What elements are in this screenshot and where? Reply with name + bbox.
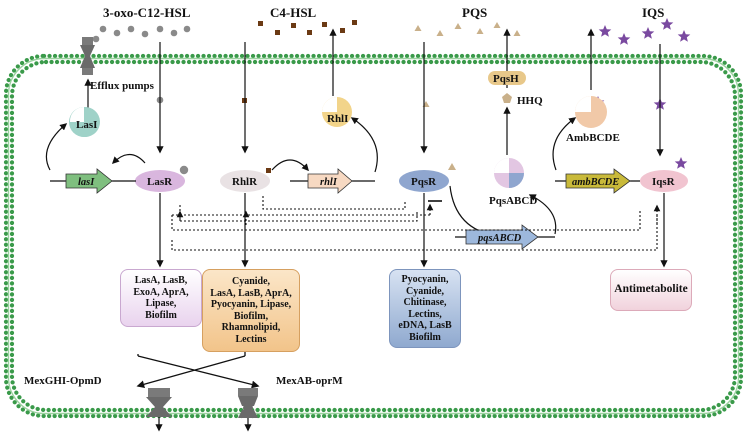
iqs-targets-box: Antimetabolite [610, 269, 692, 311]
rhl-target-line: Cyanide, [231, 276, 271, 287]
mexAB-label: MexAB-oprM [276, 375, 343, 387]
rhl-target-line: Rhamnolipid, [221, 322, 281, 333]
pqsR-protein [399, 170, 449, 192]
pqs-target-line: Lectins, [408, 308, 442, 320]
ambBCDE-label: AmbBCDE [566, 132, 620, 144]
amb-expression-arrow [552, 117, 577, 171]
ambBCDE-gene-label: ambBCDE [572, 177, 619, 188]
iqsR-label: IqsR [652, 176, 676, 188]
efflux-pump-icon [80, 37, 95, 75]
pqsR-to-pqsABCD-arrow [449, 185, 500, 239]
pqsH-label: PqsH [493, 73, 519, 85]
rhlI-gene-label: rhlI [320, 177, 338, 188]
las-target-line: LasA, LasB, [134, 275, 188, 286]
rhl-target-line: LasA, LasB, AprA, [210, 287, 292, 299]
mexAB-pump-icon [238, 388, 258, 432]
lasI-gene-label: lasI [78, 177, 95, 188]
pqsABCD-gene-label: pqsABCD [477, 233, 522, 244]
rhl-feedback-arrows [271, 117, 378, 173]
pqs-target-line: eDNA, LasB [398, 320, 452, 331]
cell-membrane [3, 53, 744, 419]
c4-molecules [242, 20, 357, 173]
pqsABCD-expression-arrow [528, 194, 557, 235]
pqs-targets-box: Pyocyanin, Cyanide, Chitinase, Lectins, … [389, 269, 461, 348]
lasI-label: LasI [76, 119, 97, 131]
pqsABCD-protein [494, 158, 524, 188]
pqsABCD-label: PqsABCD [489, 195, 537, 207]
rhl-target-line: Pyocyanin, Lipase, [210, 299, 292, 310]
iqs-target-line: Antimetabolite [614, 283, 688, 296]
pqs-target-line: Pyocyanin, [401, 274, 449, 285]
signal-arrows [84, 28, 664, 157]
rhlI-label: RhlI [327, 113, 348, 125]
oxo-molecules [92, 25, 191, 175]
efflux-arrows [136, 352, 260, 389]
hhq-icon [502, 93, 512, 103]
lasR-protein [135, 170, 185, 192]
regulatory-dotted-lines [171, 196, 661, 251]
c4-hsl-label: C4-HSL [270, 5, 317, 20]
pqsH-protein [488, 71, 526, 85]
output-arrows [156, 193, 668, 268]
lasR-label: LasR [147, 176, 173, 188]
iqs-label: IQS [642, 5, 664, 20]
rhlR-label: RhlR [232, 176, 258, 188]
las-target-line: Lipase, [145, 298, 177, 309]
pqsABCD-gene-icon [465, 224, 539, 250]
lasI-gene-icon [65, 168, 113, 194]
rhlI-protein [322, 97, 352, 127]
iqs-molecules [591, 18, 691, 169]
rhlR-protein [220, 170, 270, 192]
rhl-target-line: Biofilm, [233, 310, 269, 322]
pqs-molecules [414, 22, 521, 170]
iqsR-protein [640, 170, 688, 192]
las-feedback-arrows [45, 123, 146, 171]
ambBCDE-protein [575, 96, 607, 128]
mexGHI-pump-icon [146, 388, 172, 432]
ambBCDE-gene-icon [565, 168, 631, 194]
hhq-label: HHQ [517, 95, 543, 107]
pqs-target-line: Chitinase, [403, 297, 447, 308]
rhl-targets-box: Cyanide, LasA, LasB, AprA, Pyocyanin, Li… [202, 269, 300, 352]
mexGHI-label: MexGHI-OpmD [24, 375, 102, 387]
rhl-target-line: Lectins [235, 333, 267, 345]
las-target-line: Biofilm [145, 309, 177, 321]
efflux-pumps-label: Efflux pumps [90, 80, 155, 92]
pqs-target-line: Biofilm [409, 331, 441, 343]
rhlI-gene-icon [307, 168, 353, 194]
pqs-target-line: Cyanide, [405, 285, 445, 297]
las-target-line: ExoA, AprA, [133, 286, 189, 298]
pqs-label: PQS [462, 5, 487, 20]
oxo-c12-hsl-label: 3-oxo-C12-HSL [103, 5, 191, 20]
lasI-protein [69, 106, 100, 137]
las-targets-box: LasA, LasB, ExoA, AprA, Lipase, Biofilm [120, 269, 202, 327]
pqsR-label: PqsR [411, 176, 437, 188]
